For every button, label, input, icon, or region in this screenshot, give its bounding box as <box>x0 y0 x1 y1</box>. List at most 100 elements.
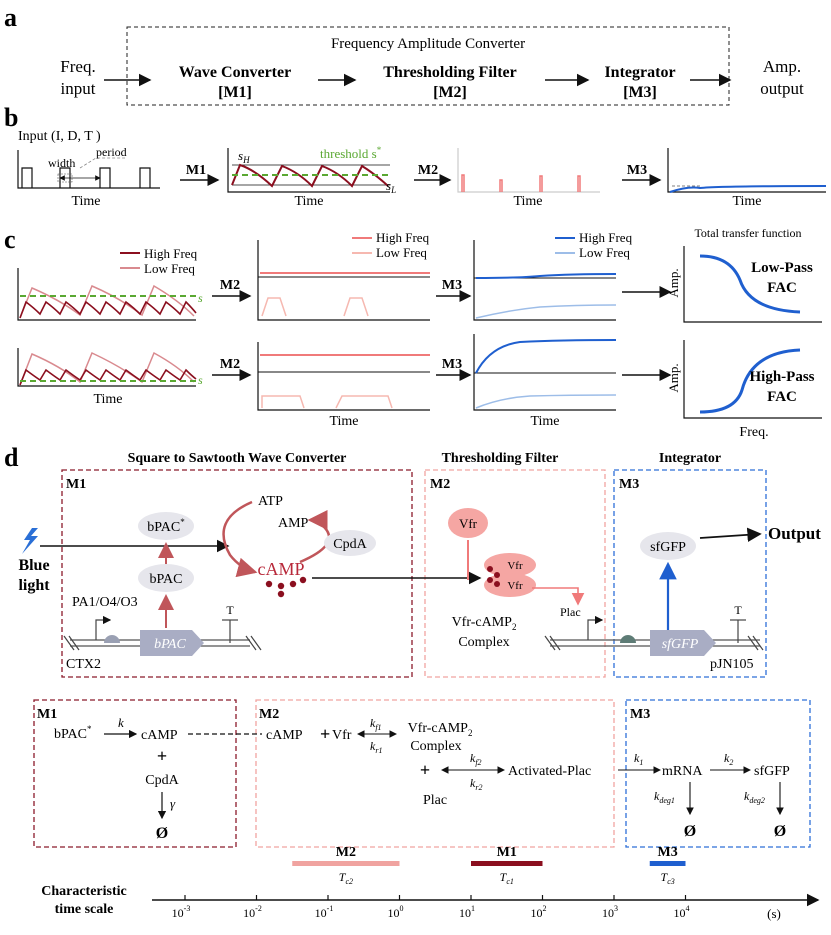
c-time-3: Time <box>530 414 559 429</box>
a-m3-tag: [M3] <box>623 84 657 101</box>
input-label: Input (I, D, T ) <box>18 129 101 144</box>
timescale-module-label: M1 <box>497 845 517 860</box>
c-row1-sawtooth <box>17 268 197 321</box>
e-kdeg2: kdeg2 <box>744 789 765 805</box>
c-row2-sawtooth <box>17 348 197 387</box>
timescale-bar-m1 <box>471 861 543 866</box>
sfgfp-label: sfGFP <box>650 540 686 555</box>
a-m2-name: Thresholding Filter <box>383 64 517 81</box>
integrated-plot <box>667 148 827 193</box>
freq-axis-label: Freq. <box>739 425 768 440</box>
complex-vfr-1: Vfr <box>507 560 523 572</box>
d-m2-tag: M2 <box>430 477 450 492</box>
timescale-tick-label: 103 <box>602 904 618 920</box>
timescale-bar-m3 <box>649 861 686 866</box>
pjn105-label: pJN105 <box>710 657 754 672</box>
e-k1-label: k1 <box>634 751 643 767</box>
ctx2-construct <box>63 615 262 656</box>
a-m3-name: Integrator <box>604 64 675 81</box>
timescale-tick-label: 100 <box>388 904 404 920</box>
b-time-4: Time <box>732 194 761 209</box>
atp-label: ATP <box>258 494 283 509</box>
e-complex-2: Complex <box>410 739 461 754</box>
c-m3-1: M3 <box>442 278 462 293</box>
sfgfp-node <box>640 532 696 560</box>
amp-label: AMP <box>278 516 309 531</box>
fac-box <box>126 26 730 106</box>
square-wave-plot <box>17 150 160 189</box>
e-cpda: CpdA <box>145 773 179 788</box>
blue-light-1: Blue <box>18 557 49 574</box>
panel-label-d: d <box>4 443 19 472</box>
timescale-tick-label: 101 <box>459 904 475 920</box>
timescale-tick-label: 10-2 <box>243 904 262 920</box>
e-complex-1: Vfr-cAMP2 <box>408 721 473 738</box>
freq-input-line1: Freq. <box>60 57 95 76</box>
e-null-m1: Ø <box>156 825 168 842</box>
c-sstar-1: s <box>198 291 203 305</box>
b-m2: M2 <box>418 163 438 178</box>
e-vfr: Vfr <box>332 728 352 743</box>
period-label: period <box>96 145 127 159</box>
d-m2-box <box>424 469 606 678</box>
e-sfgfp: sfGFP <box>754 764 790 779</box>
e-kr1: kr1 <box>370 739 382 755</box>
sawtooth-plot <box>227 148 390 193</box>
output-arrow <box>699 527 762 543</box>
complex-label-2: Complex <box>458 635 509 650</box>
c-time-1: Time <box>93 392 122 407</box>
c-row2-integrator <box>473 334 617 411</box>
threshold-label: threshold s* <box>320 145 382 161</box>
timescale-label-1: Characteristic <box>41 884 127 899</box>
e-null-m3a: Ø <box>684 823 696 840</box>
complex-vfr-2: Vfr <box>507 580 523 592</box>
highpass-plot <box>683 340 822 419</box>
a-m1-tag: [M1] <box>218 84 252 101</box>
spike-plot <box>457 148 600 193</box>
e-m1-box <box>33 699 237 848</box>
legend-high-right: High Freq <box>579 230 633 245</box>
bpac-star-node <box>138 512 194 540</box>
highpass-title-1: High-Pass <box>749 369 814 385</box>
c-sstar-2: s <box>198 373 203 387</box>
camp-molecules <box>265 576 307 598</box>
highpass-amp-label: Amp. <box>666 363 681 392</box>
b-m3: M3 <box>627 163 647 178</box>
e-m1-tag: M1 <box>37 707 57 722</box>
b-m1: M1 <box>186 163 206 178</box>
terminator-label-2: T <box>734 603 742 617</box>
vfr-label: Vfr <box>459 516 478 531</box>
legend-low-right: Low Freq <box>579 245 630 260</box>
a-m2-tag: [M2] <box>433 84 467 101</box>
lowpass-plot <box>683 246 822 323</box>
e-k2-label: k2 <box>724 751 733 767</box>
legend-high-mid: High Freq <box>376 230 430 245</box>
fac-title: Frequency Amplitude Converter <box>331 36 525 52</box>
e-mrna: mRNA <box>662 764 703 779</box>
vfr-complex-2 <box>484 573 536 597</box>
e-kf1: kf1 <box>370 716 382 732</box>
c-row2-filter <box>257 342 430 411</box>
e-plac: Plac <box>423 793 447 808</box>
sfgfp-gene-label: sfGFP <box>662 637 699 652</box>
b-time-2: Time <box>294 194 323 209</box>
vfr-complex-1 <box>484 553 536 577</box>
timescale-tc-label: Tc3 <box>661 870 675 886</box>
c-m2-1: M2 <box>220 278 240 293</box>
b-time-3: Time <box>513 194 542 209</box>
e-camp-m1: cAMP <box>141 728 178 743</box>
bpac-gene-label: bPAC <box>154 637 186 652</box>
total-transfer-title: Total transfer function <box>694 226 801 240</box>
complex-label-1: Vfr-cAMP2 <box>452 615 517 632</box>
highpass-title-2: FAC <box>767 389 797 405</box>
d-title-m3: Integrator <box>659 451 721 466</box>
ctx2-label: CTX2 <box>66 657 101 672</box>
e-kdeg1: kdeg1 <box>654 789 675 805</box>
timescale-tick-label: 10-3 <box>172 904 191 920</box>
legend-low-left: Low Freq <box>144 261 195 276</box>
d-m1-box <box>61 469 413 678</box>
plac-label: Plac <box>560 605 581 619</box>
camp-to-amp-arrow <box>299 510 331 564</box>
